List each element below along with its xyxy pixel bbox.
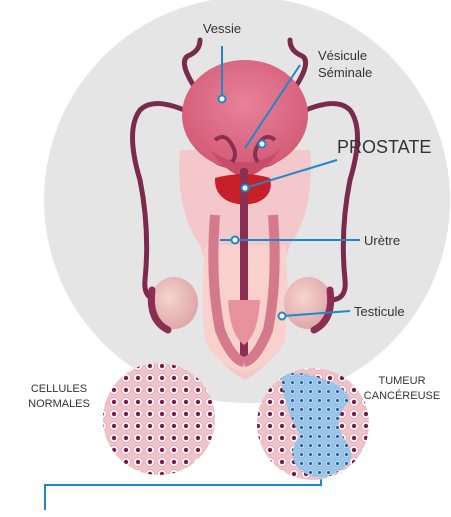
vesicule-label-line2: Séminale	[318, 65, 372, 80]
tumeur-label-line2: CANCÉREUSE	[364, 389, 440, 402]
uretre-label: Urètre	[364, 233, 400, 248]
tumor-cells-circle	[257, 368, 369, 480]
vessie-label: Vessie	[203, 21, 241, 36]
tumeur-label-line1: TUMEUR	[378, 375, 425, 387]
vesicule-label-line1: Vésicule	[318, 48, 367, 63]
prostate-label: PROSTATE	[337, 137, 431, 157]
normal-cells-circle	[103, 363, 215, 475]
cellules-label-line2: NORMALES	[28, 398, 90, 410]
testicule-label: Testicule	[354, 304, 405, 319]
cellules-label-line1: CELLULES	[31, 383, 87, 395]
